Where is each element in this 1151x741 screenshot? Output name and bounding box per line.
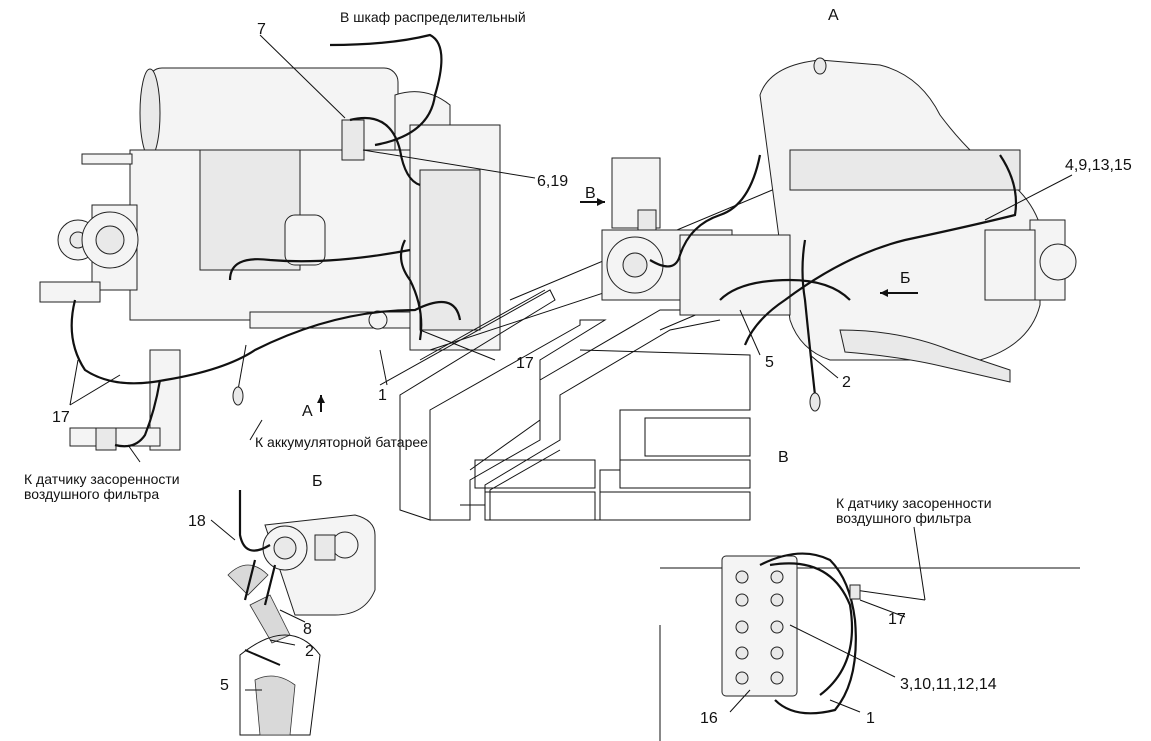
callout-18: 18 bbox=[188, 513, 206, 530]
left-engine-view bbox=[39, 33, 501, 451]
callout-5-detail: 5 bbox=[220, 677, 229, 694]
detail-v bbox=[659, 552, 1080, 741]
callout-3-10-11-12-14: 3,10,11,12,14 bbox=[900, 676, 997, 693]
callout-6-19: 6,19 bbox=[537, 173, 568, 190]
view-b-title: Б bbox=[312, 473, 323, 490]
callout-2-right: 2 bbox=[842, 374, 851, 391]
battery-note: К аккумуляторной батарее bbox=[255, 434, 428, 450]
callout-2-detail: 2 bbox=[305, 643, 314, 660]
filter-note-right-line2: воздушного фильтра bbox=[836, 510, 971, 526]
callout-16: 16 bbox=[700, 710, 718, 727]
callout-7: 7 bbox=[257, 21, 266, 38]
arrow-a-label: А bbox=[302, 403, 313, 420]
callout-1-center: 1 bbox=[378, 387, 387, 404]
arrow-v-label: В bbox=[585, 185, 596, 202]
right-engine-view bbox=[601, 57, 1077, 412]
filter-note-right-line1: К датчику засоренности bbox=[836, 495, 992, 511]
leader-lines bbox=[69, 34, 1073, 713]
callout-17-left: 17 bbox=[52, 409, 70, 426]
view-v-title: В bbox=[778, 449, 789, 466]
view-a-title: А bbox=[828, 7, 839, 24]
callout-1-detail: 1 bbox=[866, 710, 875, 727]
callout-5-center: 5 bbox=[765, 354, 774, 371]
arrow-b-label: Б bbox=[900, 270, 911, 287]
detail-b bbox=[227, 490, 376, 736]
callout-17-detail: 17 bbox=[888, 611, 906, 628]
callout-8: 8 bbox=[303, 621, 312, 638]
filter-note-left-line2: воздушного фильтра bbox=[24, 486, 159, 502]
filter-note-left-line1: К датчику засоренности bbox=[24, 471, 180, 487]
callout-17-center: 17 bbox=[516, 355, 534, 372]
callout-4-9-13-15: 4,9,13,15 bbox=[1065, 157, 1132, 174]
cabinet-note: В шкаф распределительный bbox=[340, 9, 526, 25]
